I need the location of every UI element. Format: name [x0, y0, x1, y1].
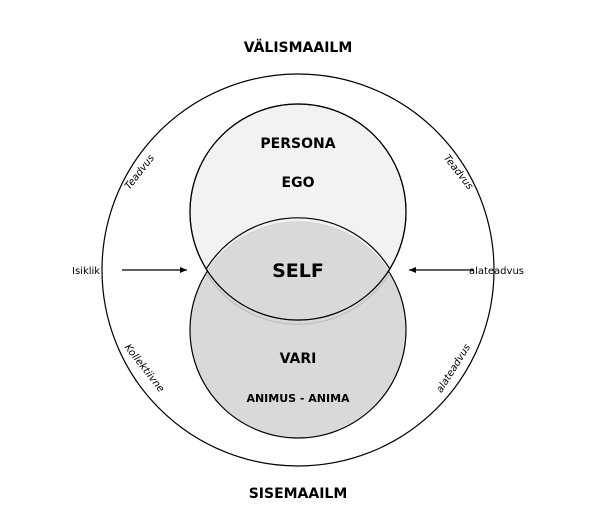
overlap-region	[190, 222, 406, 320]
personal-label: Isiklik	[72, 266, 100, 277]
inner-world-title: SISEMAAILM	[249, 486, 348, 502]
unconscious-label: alateadvus	[469, 266, 524, 277]
persona-label: PERSONA	[260, 136, 335, 152]
lower-circle-top-arc	[205, 217, 391, 269]
animus-anima-label: ANIMUS - ANIMA	[246, 392, 350, 405]
ego-label: EGO	[282, 175, 315, 191]
consciousness-top-right-label: Teadvus	[441, 153, 475, 192]
upper-circle-outline	[189, 103, 407, 321]
self-label: SELF	[272, 260, 324, 282]
shadow-label: VARI	[280, 351, 317, 367]
outer-circle	[101, 73, 495, 467]
outer-world-title: VÄLISMAAILM	[244, 39, 353, 56]
upper-circle-inner-arc	[205, 273, 391, 325]
